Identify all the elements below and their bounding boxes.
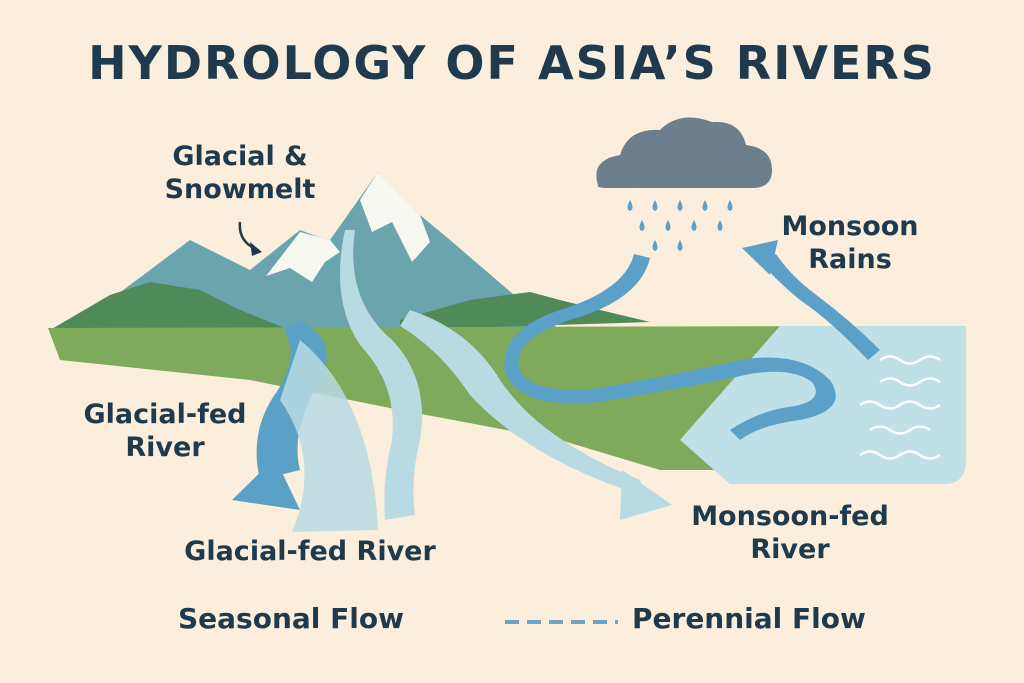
hills-left [50,282,290,330]
hills-right [400,292,650,330]
glacial-fed-river-pale-branch [280,340,378,532]
monsoon-fed-river-pale [400,310,644,496]
label-glacial-fed-river-bottom: Glacial-fed River [184,536,436,567]
rain-cloud-icon [596,117,772,188]
legend-perennial-flow: Perennial Flow [632,602,866,635]
diagram-title: HYDROLOGY OF ASIA’S RIVERS [88,36,936,90]
mountain-main [240,172,560,330]
rain-drops-icon [627,200,733,251]
sea-waves [859,355,941,460]
label-monsoon-rains: Monsoon Rains [781,211,919,275]
legend-seasonal-flow: Seasonal Flow [178,602,404,635]
monsoon-meander-river [504,254,836,440]
label-glacial-snowmelt: Glacial & Snowmelt [164,141,316,205]
label-glacial-fed-river-left: Glacial-fed River [83,399,247,463]
snowmelt-pointer-arrow [238,221,259,252]
label-monsoon-fed-river: Monsoon-fed River [691,501,889,565]
monsoon-fed-river-pale-arrowhead [620,470,672,520]
evaporation-arrowhead [742,240,778,275]
glacial-fed-river-pale [340,230,423,520]
glacial-fed-river-blue-arrowhead [232,458,300,510]
snow-cap-main [360,172,430,262]
snow-cap-left [266,232,340,282]
snowmelt-pointer-arrowhead [250,242,262,256]
plain [48,326,860,470]
evaporation-arrow [762,254,880,360]
